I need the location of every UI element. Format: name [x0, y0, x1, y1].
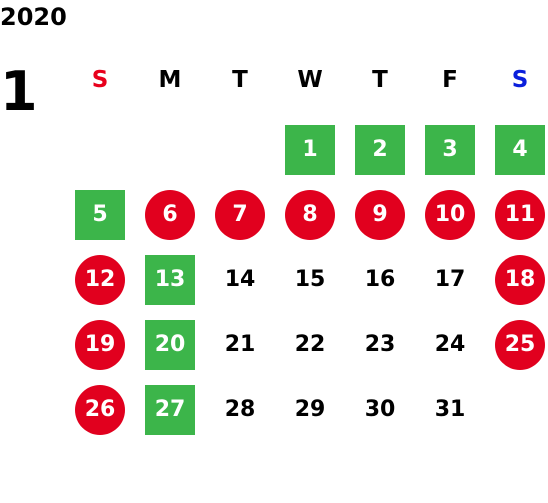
day-number-red: 9 [355, 190, 405, 240]
day-number-plain: 23 [364, 332, 396, 357]
day-number-green: 2 [355, 125, 405, 175]
day-number-plain: 30 [364, 397, 396, 422]
day-number-plain: 15 [294, 267, 326, 292]
day-number-green: 20 [145, 320, 195, 370]
day-cell[interactable]: 7 [205, 190, 275, 240]
day-number-red: 10 [425, 190, 475, 240]
day-cell[interactable]: 28 [205, 385, 275, 435]
day-number-red: 19 [75, 320, 125, 370]
day-cell[interactable]: 16 [345, 255, 415, 305]
day-number-plain: 14 [224, 267, 256, 292]
day-cell[interactable]: 3 [415, 125, 485, 175]
day-cell[interactable]: 1 [275, 125, 345, 175]
day-cell[interactable]: 2 [345, 125, 415, 175]
day-cell[interactable]: 10 [415, 190, 485, 240]
weekday-sunday: S [91, 67, 109, 93]
day-number-red: 7 [215, 190, 265, 240]
weekday-saturday: S [511, 67, 529, 93]
day-cell[interactable]: 29 [275, 385, 345, 435]
day-number-plain: 24 [434, 332, 466, 357]
day-cell[interactable]: 6 [135, 190, 205, 240]
day-number-plain: 28 [224, 397, 256, 422]
weekday-thursday: T [372, 67, 388, 93]
day-cell[interactable]: 25 [485, 320, 548, 370]
week-row: 26 27 28 29 30 31 [65, 385, 548, 450]
day-cell[interactable]: 17 [415, 255, 485, 305]
day-number-red: 12 [75, 255, 125, 305]
day-number-plain: 22 [294, 332, 326, 357]
day-number-green: 1 [285, 125, 335, 175]
day-cell[interactable]: 11 [485, 190, 548, 240]
week-row: 12 13 14 15 16 17 18 [65, 255, 548, 320]
day-cell[interactable]: 14 [205, 255, 275, 305]
year-label: 2020 [0, 3, 67, 31]
day-cell[interactable]: 27 [135, 385, 205, 435]
day-cell[interactable]: 4 [485, 125, 548, 175]
weekday-friday: F [442, 67, 458, 93]
day-number-red: 6 [145, 190, 195, 240]
day-cell[interactable]: 13 [135, 255, 205, 305]
month-label: 1 [0, 60, 38, 123]
day-cell[interactable]: 23 [345, 320, 415, 370]
day-cell[interactable]: 20 [135, 320, 205, 370]
day-number-green: 4 [495, 125, 545, 175]
day-cell[interactable]: 21 [205, 320, 275, 370]
day-cell[interactable]: 9 [345, 190, 415, 240]
day-number-red: 8 [285, 190, 335, 240]
day-cell[interactable]: 8 [275, 190, 345, 240]
weekday-tuesday: T [232, 67, 248, 93]
day-number-green: 3 [425, 125, 475, 175]
day-cell[interactable]: 12 [65, 255, 135, 305]
day-number-green: 27 [145, 385, 195, 435]
day-cell[interactable]: 19 [65, 320, 135, 370]
day-cell[interactable]: 30 [345, 385, 415, 435]
week-row: 19 20 21 22 23 24 25 [65, 320, 548, 385]
day-number-green: 5 [75, 190, 125, 240]
day-number-green: 13 [145, 255, 195, 305]
weekday-wednesday: W [297, 67, 323, 93]
day-cell[interactable]: 31 [415, 385, 485, 435]
day-cell[interactable]: 5 [65, 190, 135, 240]
weekday-monday: M [158, 67, 182, 93]
day-number-plain: 17 [434, 267, 466, 292]
day-cell[interactable]: 22 [275, 320, 345, 370]
day-number-plain: 29 [294, 397, 326, 422]
day-cell[interactable]: 24 [415, 320, 485, 370]
day-number-plain: 21 [224, 332, 256, 357]
day-number-red: 25 [495, 320, 545, 370]
day-number-red: 26 [75, 385, 125, 435]
day-number-plain: 16 [364, 267, 396, 292]
day-number-red: 11 [495, 190, 545, 240]
day-cell[interactable]: 15 [275, 255, 345, 305]
day-number-red: 18 [495, 255, 545, 305]
day-cell[interactable]: 26 [65, 385, 135, 435]
day-number-plain: 31 [434, 397, 466, 422]
day-cell[interactable]: 18 [485, 255, 548, 305]
